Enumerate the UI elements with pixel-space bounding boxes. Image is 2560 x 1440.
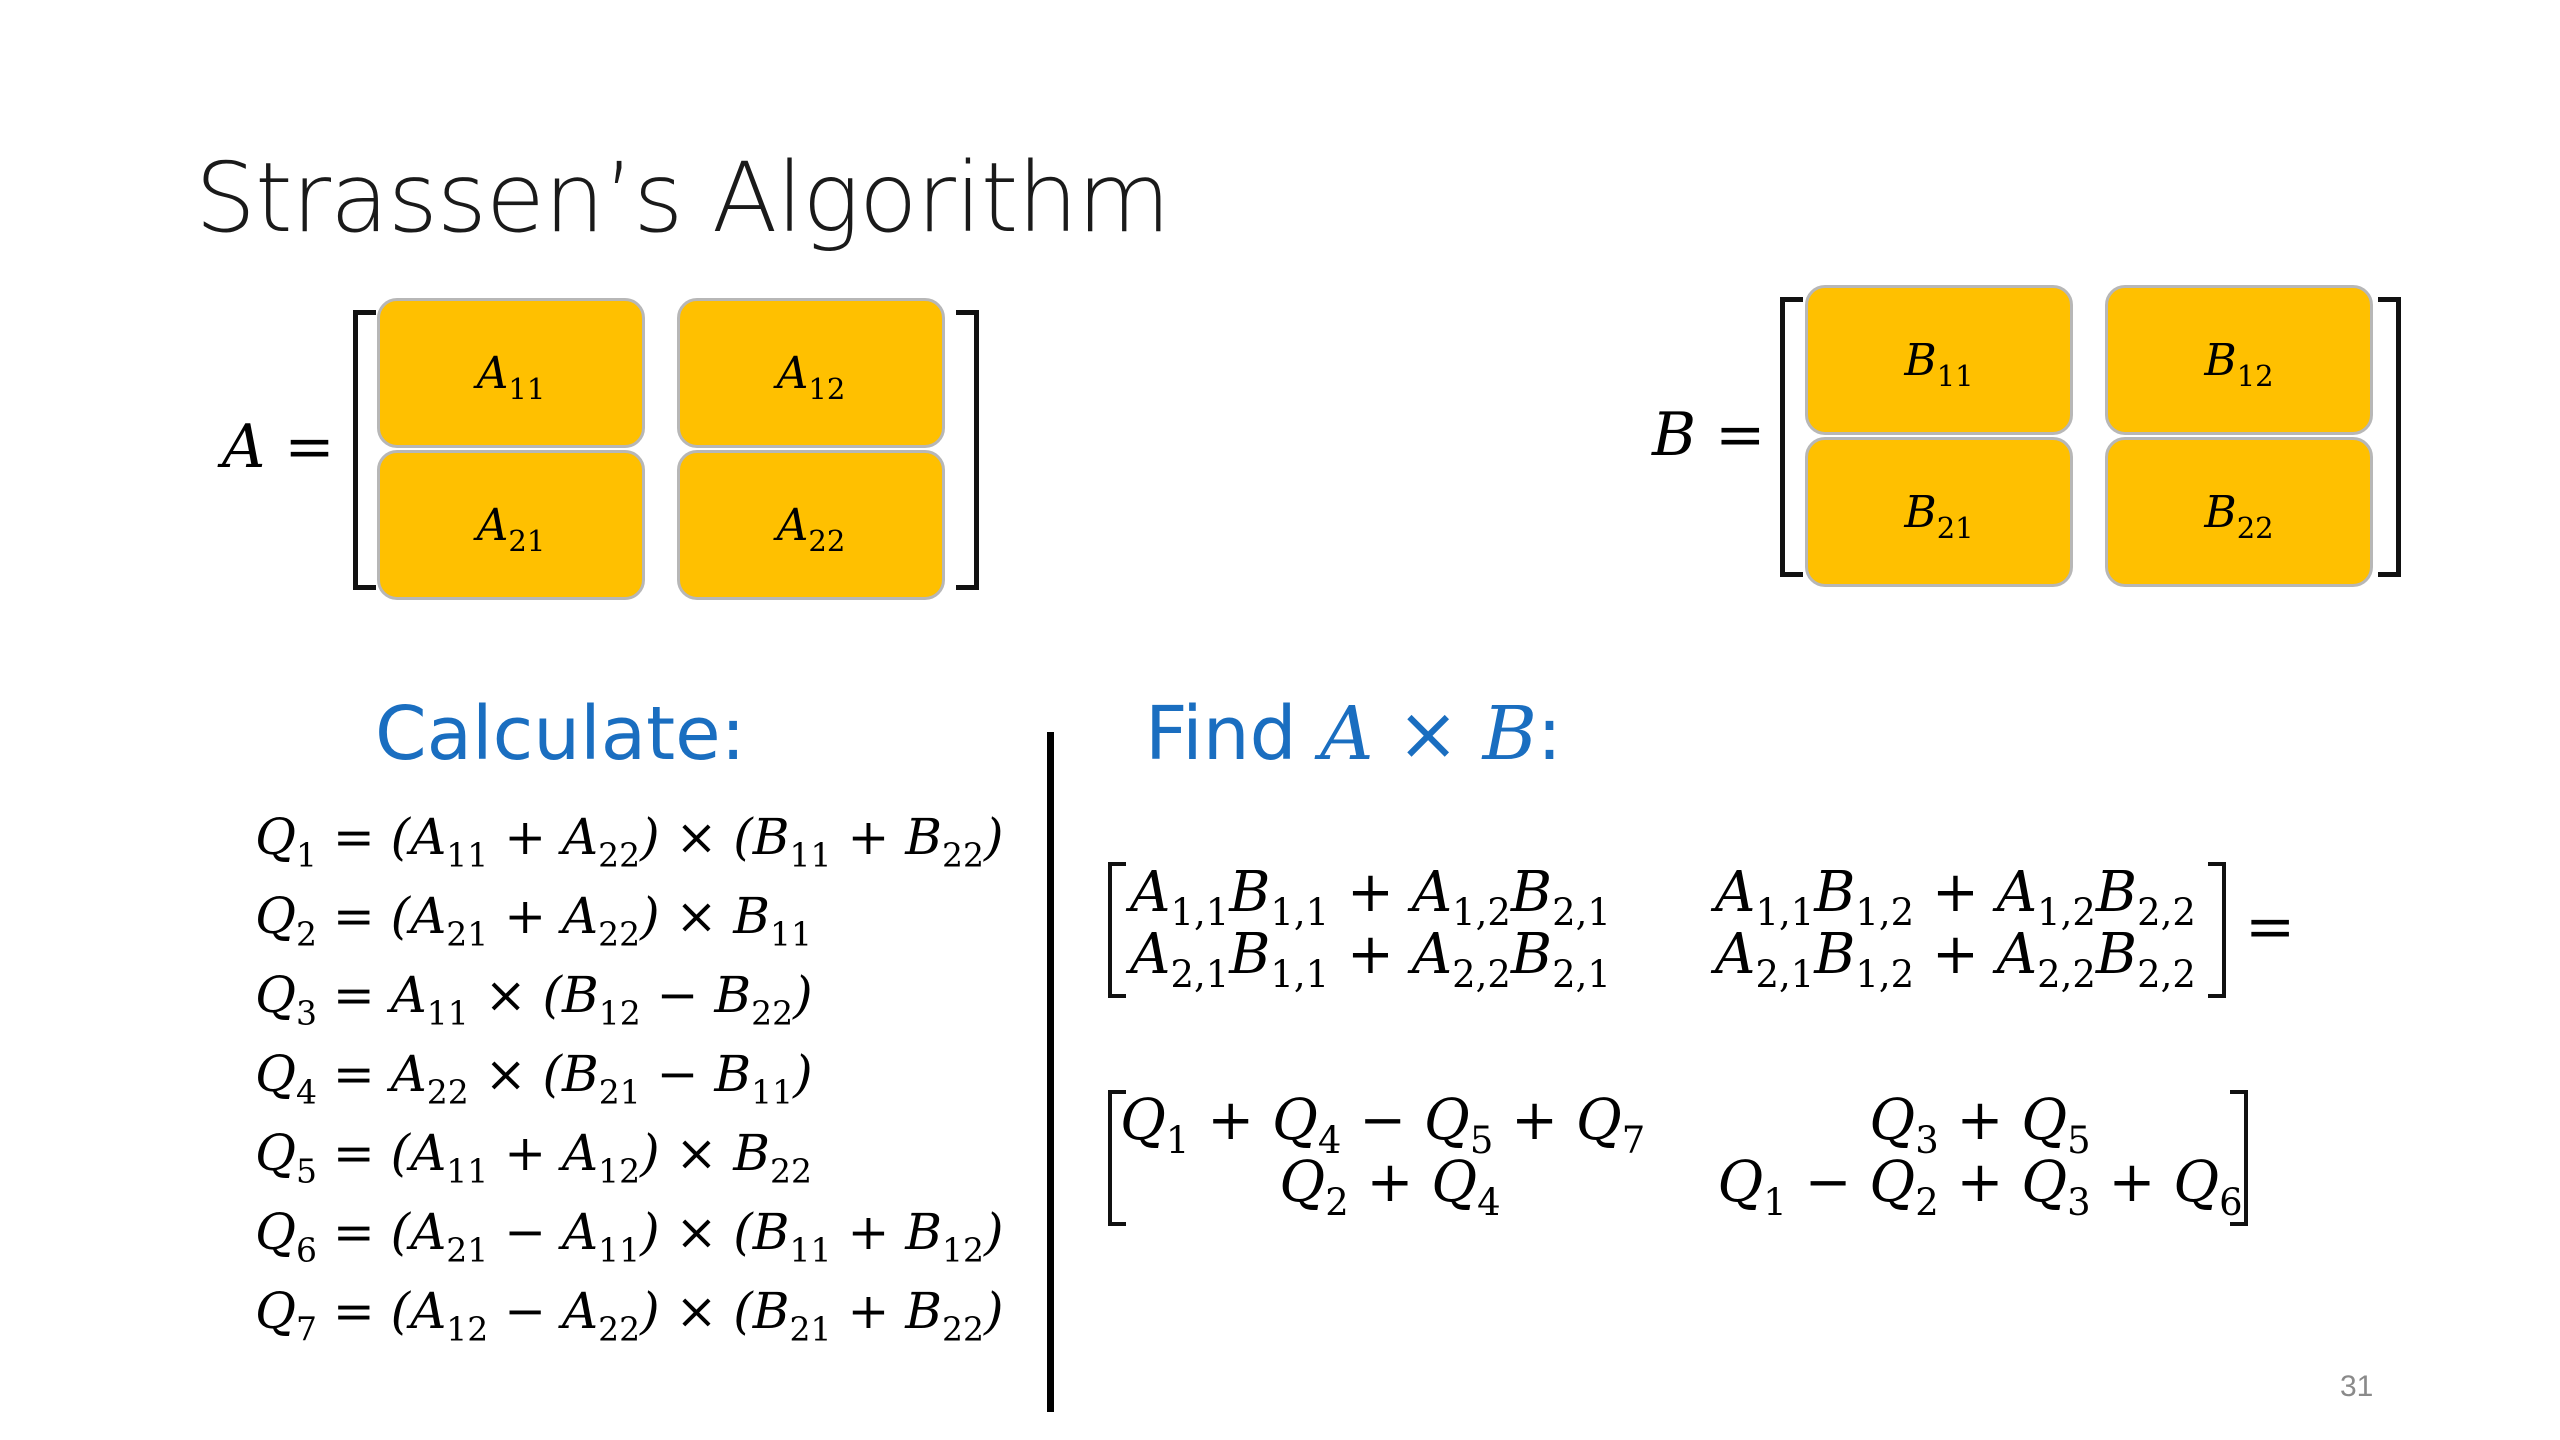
vertical-divider (1047, 732, 1054, 1412)
calculate-heading: Calculate: (375, 691, 746, 777)
matrix-b-right-bracket (2378, 297, 2401, 577)
matrix-a-cell-label: A12 (776, 347, 846, 406)
matrix-b-cell-22: B22 (2105, 437, 2373, 587)
product-entry-2-2: A2,1B1,2 + A2,2B2,2 (1715, 922, 2196, 997)
equation-q2: Q2 = (A21 + A22) × B11 (255, 887, 813, 954)
matrix-b-cell-label: B22 (2204, 486, 2274, 545)
equation-q6: Q6 = (A21 − A11) × (B11 + B12) (255, 1203, 1004, 1270)
find-heading: Find A × B: (1145, 691, 1562, 777)
matrix-b-cell-label: B11 (1904, 334, 1974, 393)
matrix-a-right-bracket (956, 310, 979, 590)
matrix-b-cell-12: B12 (2105, 285, 2373, 435)
matrix-a-cell-label: A22 (776, 499, 846, 558)
result-entry-2-2: Q1 − Q2 + Q3 + Q6 (1717, 1150, 2243, 1225)
result-entry-1-1: Q1 + Q4 − Q5 + Q7 (1120, 1088, 1646, 1163)
matrix-b-cell-label: B21 (1904, 486, 1974, 545)
product-right-bracket (2208, 862, 2226, 998)
matrix-a-cell-11: A11 (377, 298, 645, 448)
product-entry-1-2: A1,1B1,2 + A1,2B2,2 (1715, 860, 2196, 935)
matrix-b-left-bracket (1780, 297, 1803, 577)
matrix-a-cell-label: A11 (476, 347, 546, 406)
result-entry-2-1: Q2 + Q4 (1279, 1150, 1501, 1225)
slide-title: Strassen’s Algorithm (195, 142, 1171, 254)
matrix-a-cell-22: A22 (677, 450, 945, 600)
equation-q3: Q3 = A11 × (B12 − B22) (255, 966, 813, 1033)
matrix-b-cell-label: B12 (2204, 334, 2274, 393)
matrix-b-cell-21: B21 (1805, 437, 2073, 587)
equation-q4: Q4 = A22 × (B21 − B11) (255, 1045, 813, 1112)
matrix-a-cell-21: A21 (377, 450, 645, 600)
result-entry-1-2: Q3 + Q5 (1869, 1088, 2091, 1163)
result-left-bracket (1108, 1090, 1126, 1226)
equation-q1: Q1 = (A11 + A22) × (B11 + B22) (255, 808, 1004, 875)
matrix-a-cell-12: A12 (677, 298, 945, 448)
product-equals: = (2245, 892, 2296, 962)
page-number: 31 (2340, 1370, 2374, 1403)
matrix-b-label: B = (1652, 400, 1766, 470)
matrix-b-cell-11: B11 (1805, 285, 2073, 435)
equation-q7: Q7 = (A12 − A22) × (B21 + B22) (255, 1282, 1004, 1349)
matrix-a-label: A = (222, 412, 335, 482)
matrix-a-cell-label: A21 (476, 499, 546, 558)
product-entry-2-1: A2,1B1,1 + A2,2B2,1 (1130, 922, 1611, 997)
equation-q5: Q5 = (A11 + A12) × B22 (255, 1124, 813, 1191)
matrix-a-left-bracket (353, 310, 376, 590)
product-left-bracket (1108, 862, 1126, 998)
result-right-bracket (2230, 1090, 2248, 1226)
product-entry-1-1: A1,1B1,1 + A1,2B2,1 (1130, 860, 1611, 935)
